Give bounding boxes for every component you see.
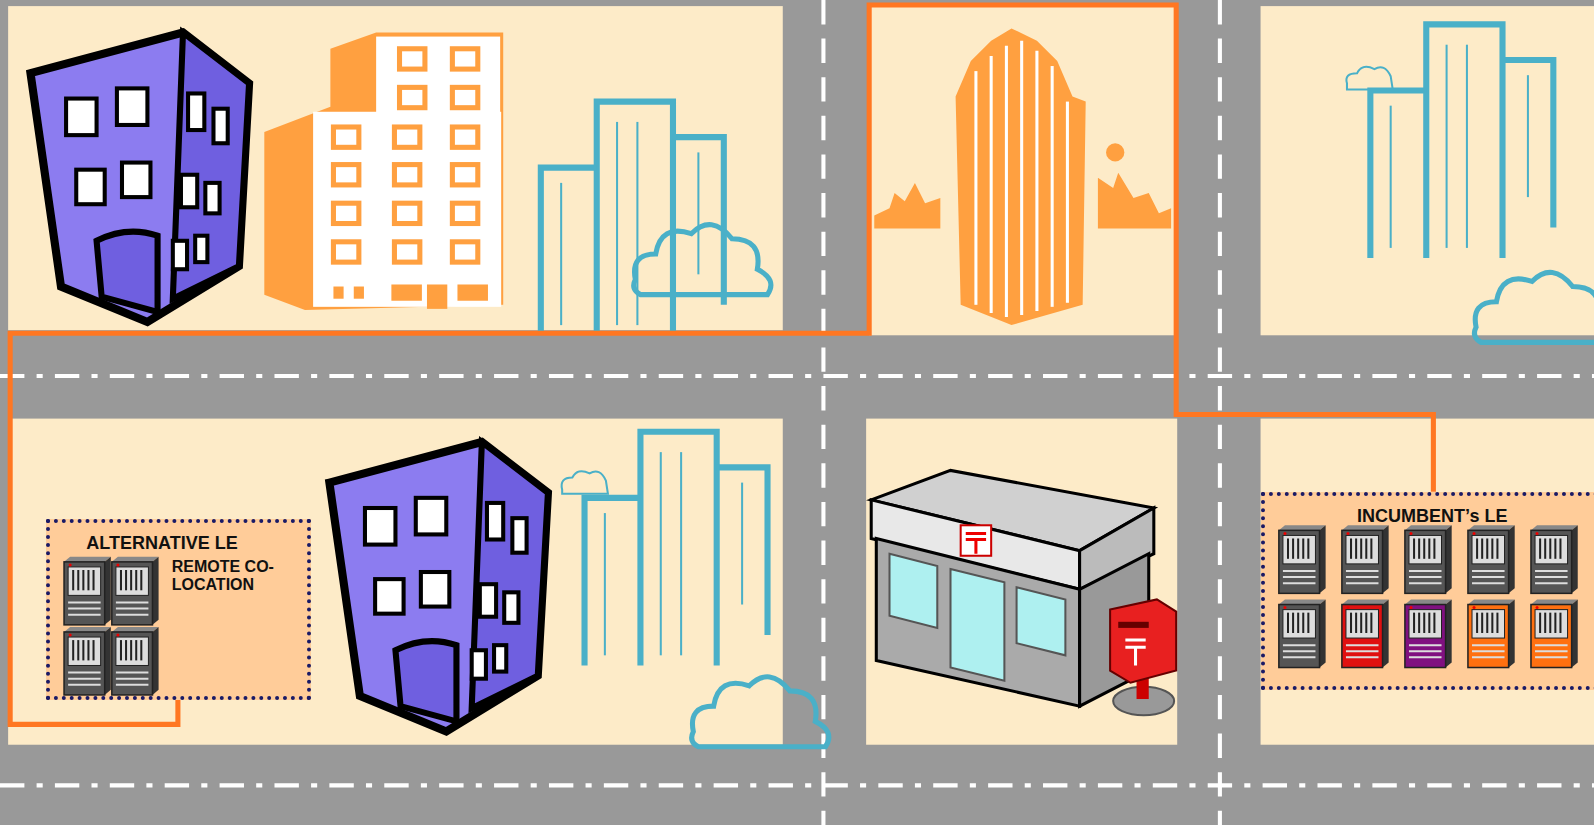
exchange-box: ALTERNATIVE LE REMOTE CO- LOCATION <box>46 519 311 700</box>
exchange-title: INCUMBENT’s LE <box>1265 506 1594 527</box>
exchange-box: INCUMBENT’s LE <box>1261 492 1594 690</box>
exchange-subtitle: REMOTE CO- LOCATION <box>172 558 304 595</box>
cable-route <box>10 5 1433 724</box>
exchange-title: ALTERNATIVE LE <box>86 533 289 554</box>
